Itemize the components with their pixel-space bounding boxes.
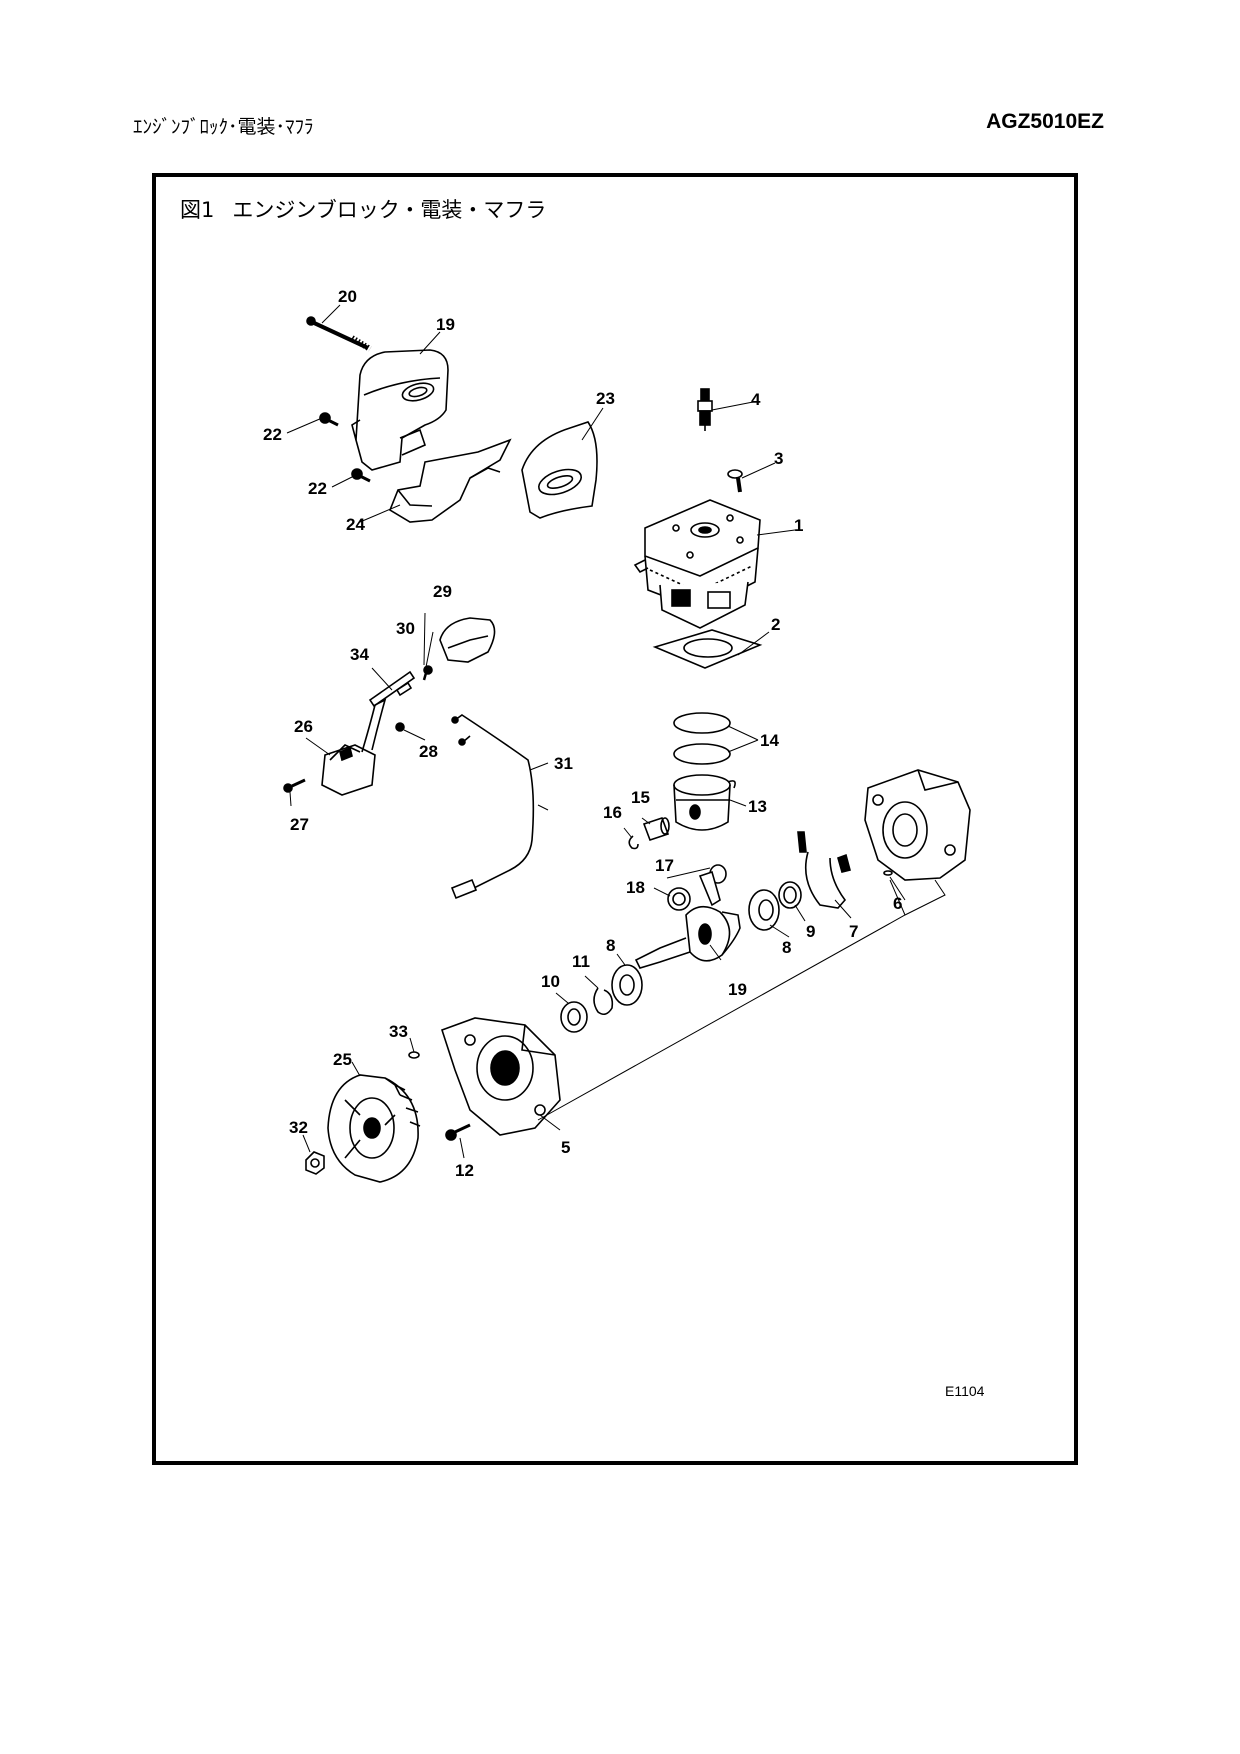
callout-4: 4: [751, 390, 761, 409]
leader-lines: [286, 304, 946, 1159]
part-28-nut: [395, 722, 405, 732]
part-7-crankcase-gasket: [797, 831, 851, 909]
callout-7: 7: [849, 922, 858, 941]
part-30-screw: [422, 665, 433, 681]
callout-3: 3: [774, 449, 783, 468]
callout-8b: 8: [782, 938, 791, 957]
callout-14: 14: [760, 731, 779, 750]
part-8-bearing-left: [611, 964, 643, 1006]
callout-6: 6: [893, 894, 902, 913]
part-19-crankshaft: [634, 870, 741, 969]
callout-16: 16: [603, 803, 622, 822]
callout-25: 25: [333, 1050, 352, 1069]
callout-28: 28: [419, 742, 438, 761]
callout-20: 19: [436, 315, 455, 334]
header-model-number: AGZ5010EZ: [986, 110, 1104, 133]
part-14-piston-rings: [673, 712, 731, 765]
callout-29: 29: [433, 582, 452, 601]
part-13-piston: [673, 774, 736, 831]
part-18-needle-bearing: [667, 887, 691, 911]
part-27-screw: [283, 778, 306, 793]
part-32-nut: [305, 1151, 325, 1175]
callout-31: 31: [554, 754, 573, 773]
part-8-bearing-right: [748, 889, 780, 931]
callout-labels: 20 19 22 22 24 23 4 3 1 2 14 13 15 16 17…: [263, 287, 902, 1180]
figure-code: E1104: [945, 1383, 985, 1399]
part-29-cover: [439, 617, 496, 663]
part-9-oil-seal: [778, 881, 802, 909]
callout-19: 19: [728, 980, 747, 999]
part-3-screw: [727, 469, 743, 493]
figure-title: 図1 エンジンブロック・電装・マフラ: [180, 194, 546, 224]
callout-1: 1: [794, 516, 803, 535]
callout-18: 18: [626, 878, 645, 897]
callout-32: 32: [289, 1118, 308, 1137]
part-11-circlip: [593, 987, 614, 1016]
part-6-crankcase-right: [864, 769, 971, 881]
callout-13: 13: [748, 797, 767, 816]
part-23-muffler-gasket: [521, 421, 598, 519]
callout-27: 27: [290, 815, 309, 834]
part-33-pin: [408, 1051, 420, 1059]
part-10-oil-seal: [560, 1001, 588, 1033]
callout-15: 15: [631, 788, 650, 807]
callout-17: 17: [655, 856, 674, 875]
callout-24: 24: [346, 515, 365, 534]
part-12-screw: [445, 1123, 471, 1141]
figure-title-text: エンジンブロック・電装・マフラ: [232, 198, 547, 222]
callout-5: 5: [561, 1138, 570, 1157]
part-31-wire-harness: [450, 714, 535, 900]
callout-23: 23: [596, 389, 615, 408]
part-25-flywheel: [327, 1074, 421, 1183]
callout-12: 12: [455, 1161, 474, 1180]
callout-8a: 8: [606, 936, 615, 955]
callout-2: 2: [771, 615, 780, 634]
callout-33: 33: [389, 1022, 408, 1041]
callout-26: 26: [294, 717, 313, 736]
part-34-tube: [368, 670, 416, 708]
part-6-pin: [883, 870, 893, 876]
callout-22a: 22: [263, 425, 282, 444]
part-2-cylinder-gasket: [652, 629, 763, 669]
callout-34: 34: [350, 645, 369, 664]
callout-9: 9: [806, 922, 815, 941]
part-26-ignition-coil: [321, 698, 387, 796]
callout-22b: 22: [308, 479, 327, 498]
callout-10: 10: [541, 972, 560, 991]
callout-11: 11: [572, 952, 590, 971]
part-20-muffler: [351, 349, 449, 471]
header-section-title: ｴﾝｼﾞﾝﾌﾞﾛｯｸ･電装･ﾏﾌﾗ: [133, 116, 314, 138]
figure-frame: [152, 173, 1078, 1465]
callout-21: 20: [338, 287, 357, 306]
part-1-cylinder: [633, 499, 761, 629]
part-4-spark-plug: [697, 388, 713, 431]
part-22-screw-lower: [351, 468, 371, 483]
part-22-screw-upper: [319, 412, 339, 427]
figure-number: 図1: [180, 198, 215, 222]
part-16-circlip: [628, 835, 639, 850]
callout-30: 30: [396, 619, 415, 638]
part-15-piston-pin: [642, 816, 670, 842]
part-24-muffler-guard: [389, 438, 512, 523]
part-21-bolt: [306, 316, 372, 352]
